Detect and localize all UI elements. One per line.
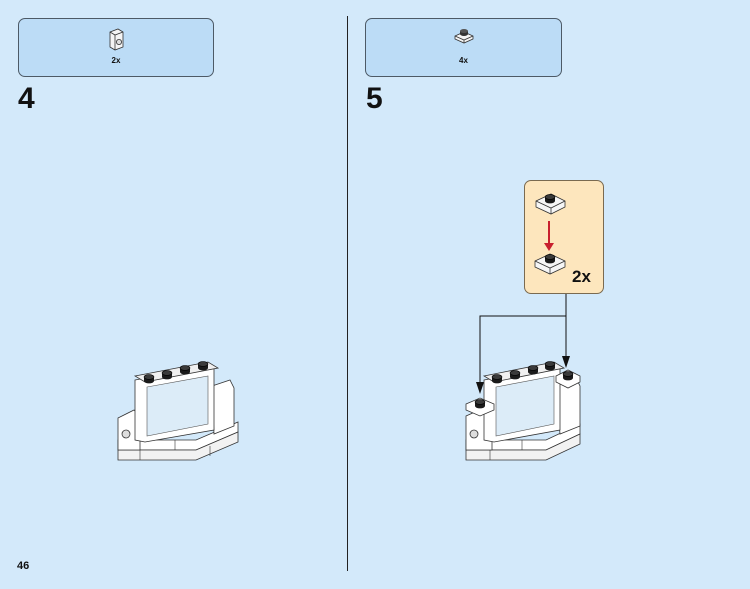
step-number-5: 5 — [366, 82, 383, 115]
parts-list-box-step-4: 2x — [18, 18, 214, 77]
page-divider — [347, 16, 348, 571]
parts-quantity: 4x — [459, 56, 468, 65]
placement-arrows — [476, 294, 570, 394]
bracket-brick-icon — [109, 28, 124, 51]
plate-1x1-bottom — [534, 253, 566, 275]
plate-1x1-top — [535, 193, 566, 215]
callout-quantity: 2x — [572, 267, 591, 286]
parts-list-box-step-5: 4x — [365, 18, 562, 77]
plate-1x1-icon — [454, 29, 473, 44]
page-number: 46 — [17, 560, 30, 572]
step-number-4: 4 — [18, 82, 35, 115]
sub-assembly-callout: 2x — [524, 180, 604, 294]
red-down-arrow — [544, 221, 554, 251]
parts-quantity: 2x — [111, 56, 121, 65]
